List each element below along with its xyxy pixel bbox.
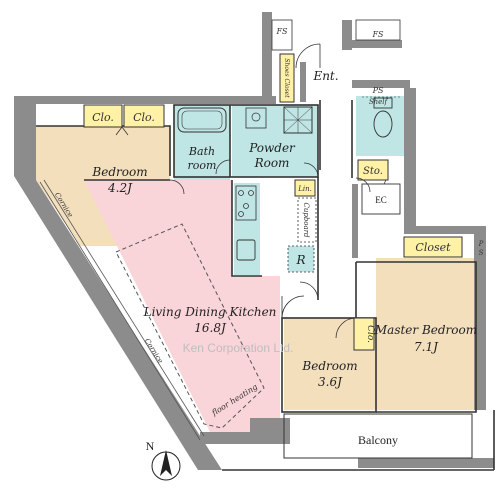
living-dining-kitchen-fill — [84, 180, 280, 432]
bathroom-fill — [174, 105, 230, 180]
fs-left-label: FS — [275, 27, 288, 36]
ps-right-s-label: S — [479, 249, 484, 257]
shoes-closet-label: Shoes Closet — [283, 58, 290, 98]
bedroom-south-size: 3.6J — [318, 375, 343, 389]
fs-area-left — [271, 19, 293, 51]
outer-walls — [14, 12, 494, 470]
powder-sink — [245, 107, 267, 129]
ps-right-p-label: P — [478, 240, 484, 248]
bedroom-west-size: 4.2J — [107, 181, 133, 195]
bedroom-west-name: Bedroom — [91, 165, 147, 179]
door-swings — [169, 43, 371, 339]
bathtub — [177, 107, 227, 133]
ps-top-label: PS — [372, 86, 384, 95]
refrigerator-fill — [288, 246, 314, 272]
powder-room-name-2: Room — [254, 156, 290, 170]
closet-master-box — [403, 236, 463, 258]
closet-2-box — [123, 104, 165, 128]
inner-walls — [36, 100, 495, 471]
bathroom-name-2: room — [188, 159, 217, 172]
powder-room-name-1: Powder — [248, 141, 296, 155]
ec-box — [361, 183, 401, 215]
closet-small-box — [353, 317, 375, 351]
bedroom-south-name: Bedroom — [301, 359, 357, 373]
closet-2-label: Clo. — [133, 111, 155, 124]
linen-box — [294, 179, 316, 197]
shelf-label: Shelf — [369, 98, 389, 106]
balcony-outline — [283, 413, 473, 459]
cupboard-label: Cupboard — [302, 202, 310, 238]
north-compass-icon: N — [146, 439, 181, 481]
fs-right-label: FS — [371, 30, 384, 39]
ldk-name: Living Dining Kitchen — [143, 305, 277, 319]
toilet — [373, 97, 393, 138]
toilet-room-fill — [356, 96, 410, 156]
storage-box — [357, 159, 389, 181]
watermark: Ken Corporation Ltd. — [183, 341, 294, 355]
master-bedroom-name: Master Bedroom — [374, 323, 477, 337]
cupboard-box — [297, 197, 317, 243]
kitchen-stove — [235, 185, 257, 221]
closet-1-box — [83, 104, 123, 128]
closet-small-label: Clo. — [365, 325, 375, 343]
master-bedroom-fill — [376, 258, 474, 410]
closet-master-label: Closet — [415, 241, 451, 254]
master-bedroom-size: 7.1J — [414, 340, 439, 354]
fs-area-right — [355, 19, 401, 41]
ldk-size: 16.8J — [194, 321, 227, 335]
entrance-name: Ent. — [312, 69, 338, 83]
linen-label: Lin. — [297, 185, 312, 193]
floor-heating-zone — [115, 223, 265, 429]
balcony-name: Balcony — [358, 433, 398, 447]
closet-1-label: Clo. — [92, 111, 114, 124]
shoes-closet-box — [279, 53, 295, 103]
refrigerator-label: R — [295, 253, 305, 267]
ec-label: EC — [375, 195, 387, 205]
north-label: N — [146, 439, 155, 453]
bathroom-name-1: Bath — [188, 145, 215, 158]
cornice-lines — [39, 179, 205, 441]
kitchen-sink — [236, 239, 256, 261]
storage-label: Sto. — [363, 166, 383, 177]
refrigerator — [287, 245, 315, 273]
